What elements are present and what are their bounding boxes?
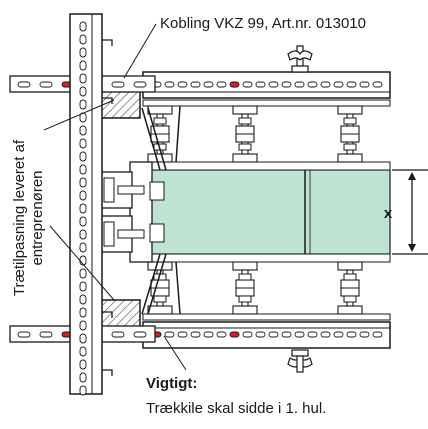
- slot: [242, 331, 253, 338]
- slot: [164, 81, 175, 88]
- slot-marked: [229, 331, 240, 338]
- slot: [164, 331, 175, 338]
- rail-hole: [79, 372, 87, 383]
- clamp: [232, 261, 258, 315]
- important-text: Trækkile skal sidde i 1. hul.: [146, 400, 326, 417]
- clamp: [147, 261, 173, 315]
- slot: [281, 81, 292, 88]
- rail-hole: [79, 281, 87, 292]
- slot: [281, 331, 292, 338]
- slot: [17, 331, 31, 338]
- slot: [294, 331, 305, 338]
- slot: [255, 81, 266, 88]
- lower-face-beam: [142, 253, 391, 263]
- slot: [133, 331, 147, 338]
- slot: [359, 81, 370, 88]
- slot: [17, 81, 31, 88]
- rail-hole: [79, 294, 87, 305]
- slot: [320, 331, 331, 338]
- rail-hole: [79, 60, 87, 71]
- rail-hole: [79, 164, 87, 175]
- rail-hole: [79, 333, 87, 344]
- tie-bar-slots: [17, 81, 147, 338]
- slot: [216, 331, 227, 338]
- clamp-row-bottom: [147, 261, 363, 315]
- slot: [268, 81, 279, 88]
- slot: [372, 331, 383, 338]
- slot: [203, 331, 214, 338]
- rail-hole: [79, 177, 87, 188]
- slot: [333, 331, 344, 338]
- slot: [39, 81, 53, 88]
- wing-nut-bottom: [287, 349, 313, 373]
- clamp: [147, 105, 173, 163]
- rail-hole: [79, 307, 87, 318]
- rail-hole: [79, 125, 87, 136]
- rail-hole: [79, 47, 87, 58]
- dimension-label: x: [384, 205, 393, 222]
- vertical-rail-holes: [79, 21, 87, 396]
- slot: [346, 331, 357, 338]
- slot: [307, 331, 318, 338]
- slot: [372, 81, 383, 88]
- rail-hole: [79, 216, 87, 227]
- slot: [133, 81, 147, 88]
- dimension-marker: [392, 169, 428, 255]
- slot: [307, 81, 318, 88]
- slot: [190, 81, 201, 88]
- rail-hole: [79, 151, 87, 162]
- rail-hole: [79, 86, 87, 97]
- slot: [190, 331, 201, 338]
- rail-hole: [79, 359, 87, 370]
- slot: [111, 81, 125, 88]
- edge-bracket: [97, 161, 165, 263]
- slot: [177, 331, 188, 338]
- rail-hole: [79, 320, 87, 331]
- timber-label: Trætilpasning leveret af entreprenøren: [11, 139, 46, 296]
- rail-hole: [79, 190, 87, 201]
- slot: [203, 81, 214, 88]
- rail-hole: [79, 242, 87, 253]
- lower-inner-beam: [142, 313, 391, 321]
- slot-marked: [229, 81, 240, 88]
- coupling-label: Kobling VKZ 99, Art.nr. 013010: [160, 15, 366, 32]
- slot: [216, 81, 227, 88]
- slot: [333, 81, 344, 88]
- svg-text:Trætilpasning leveret af: Trætilpasning leveret af: [11, 139, 28, 296]
- slot: [320, 81, 331, 88]
- slot: [359, 331, 370, 338]
- rail-hole: [79, 21, 87, 32]
- rail-hole: [79, 34, 87, 45]
- rail-hole: [79, 346, 87, 357]
- slot: [255, 331, 266, 338]
- clamp: [337, 261, 363, 315]
- rail-hole: [79, 73, 87, 84]
- diagonal-struts: [141, 105, 181, 315]
- rail-hooks: [102, 39, 113, 376]
- rail-hole: [79, 99, 87, 110]
- leader-lines: [43, 23, 187, 371]
- upper-face-beam: [142, 161, 391, 171]
- wing-nut-top: [287, 45, 313, 73]
- important-title: Vigtigt:: [146, 375, 197, 392]
- slot: [111, 331, 125, 338]
- rail-hole: [79, 138, 87, 149]
- rail-hole: [79, 268, 87, 279]
- bottom-waler-slots: [151, 331, 383, 338]
- rail-hole: [79, 229, 87, 240]
- slot: [177, 81, 188, 88]
- upper-inner-beam: [142, 99, 391, 107]
- panel-face: [149, 169, 391, 255]
- slot: [294, 81, 305, 88]
- slot: [39, 331, 53, 338]
- rail-hole: [79, 385, 87, 396]
- slot: [242, 81, 253, 88]
- slot: [268, 331, 279, 338]
- svg-text:entreprenøren: entreprenøren: [29, 170, 46, 265]
- clamp: [232, 105, 258, 163]
- rail-hole: [79, 203, 87, 214]
- clamp: [337, 105, 363, 163]
- slot: [346, 81, 357, 88]
